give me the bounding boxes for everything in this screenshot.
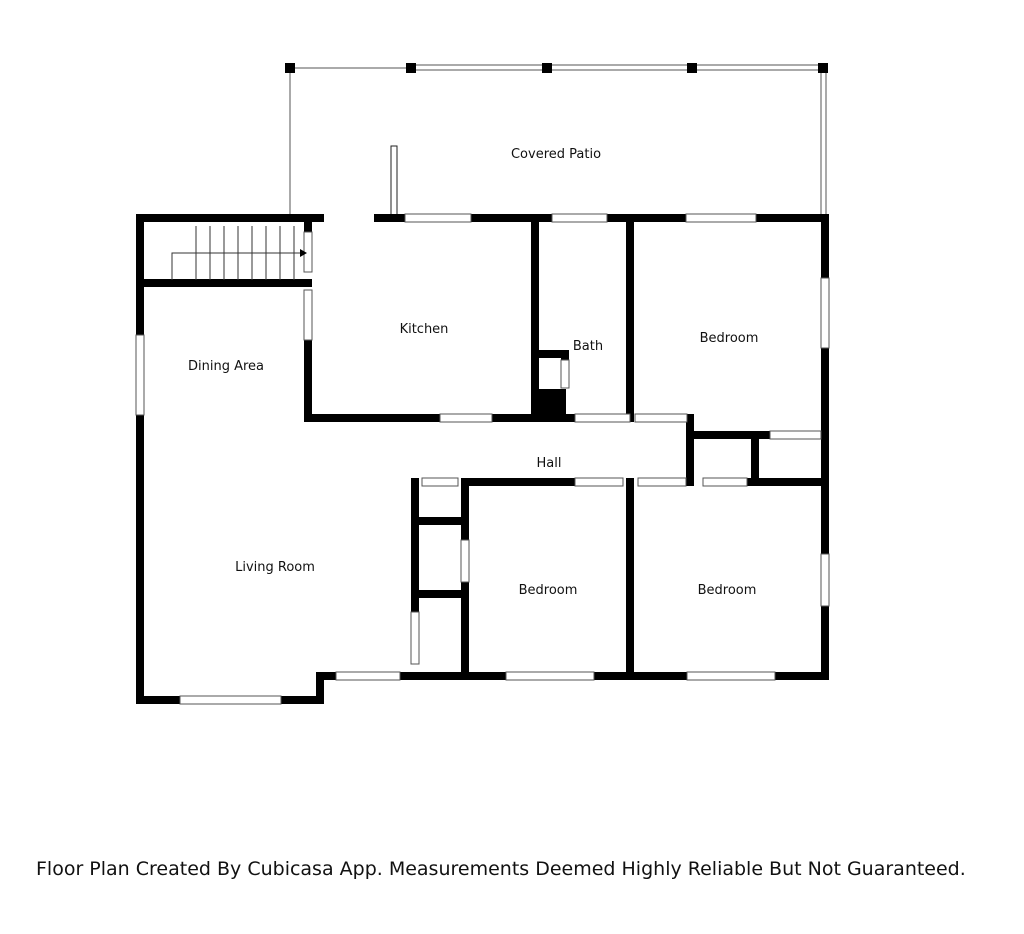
room-label-bedroom-ne: Bedroom [700,331,759,346]
patio-posts [285,63,828,73]
room-label-hall: Hall [537,456,562,471]
room-label-covered-patio: Covered Patio [511,147,601,162]
staircase [171,226,307,280]
bath-fixture-block [536,389,566,420]
disclaimer-text: Floor Plan Created By Cubicasa App. Meas… [36,858,966,880]
room-label-bedroom-se: Bedroom [698,583,757,598]
room-label-bath: Bath [573,339,603,354]
room-label-bedroom-sw: Bedroom [519,583,578,598]
walls [136,214,829,704]
windows [135,213,830,705]
room-label-dining-area: Dining Area [188,359,264,374]
room-label-living-room: Living Room [235,560,315,575]
room-label-kitchen: Kitchen [400,322,449,337]
patio-outline [289,64,827,217]
